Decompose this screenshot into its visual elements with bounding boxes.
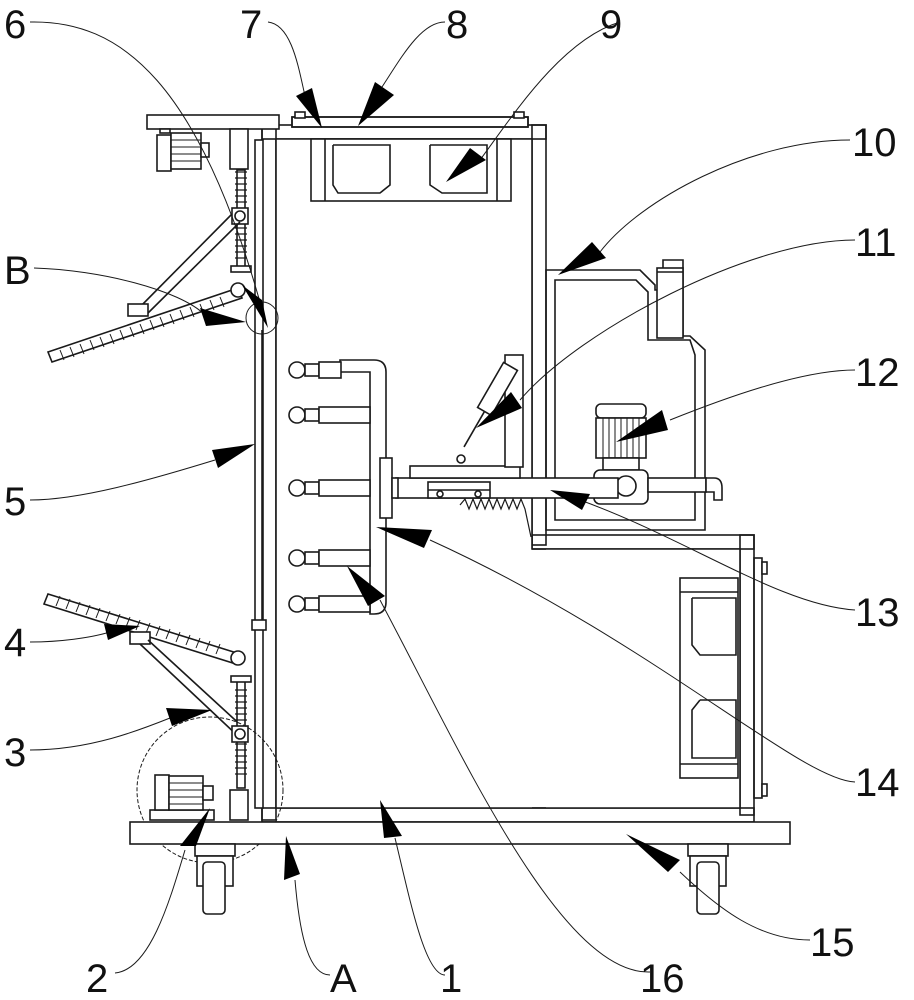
label-10: 10 <box>852 121 897 165</box>
spray-nozzle <box>288 361 342 379</box>
top-cover <box>291 111 529 128</box>
label-7: 7 <box>240 3 262 47</box>
drive-motor-lower <box>149 774 249 821</box>
caster-wheel-right <box>687 843 729 915</box>
base-plate <box>129 821 791 845</box>
label-2: 2 <box>86 957 108 1000</box>
support-link-lower <box>139 639 247 739</box>
leader-lines <box>29 21 856 976</box>
label-a: A <box>330 957 357 1000</box>
label-11: 11 <box>855 221 897 265</box>
spray-nozzle <box>288 479 371 497</box>
water-tank <box>545 259 706 531</box>
spray-nozzle <box>288 406 371 424</box>
spray-nozzles <box>288 361 371 613</box>
label-1: 1 <box>440 957 462 1000</box>
spray-nozzle <box>288 595 371 613</box>
brush-arm-lower <box>42 593 246 666</box>
label-12: 12 <box>855 351 900 395</box>
label-b: B <box>4 249 31 293</box>
label-16: 16 <box>640 957 685 1000</box>
label-14: 14 <box>855 761 900 805</box>
storage-box-side <box>679 557 768 799</box>
brush-arm-upper <box>46 213 246 363</box>
lower-lead-screw <box>230 619 267 789</box>
nozzle-manifold <box>339 359 399 615</box>
top-plate <box>146 114 280 172</box>
label-8: 8 <box>446 3 468 47</box>
label-4: 4 <box>4 621 26 665</box>
label-15: 15 <box>810 921 855 965</box>
label-9: 9 <box>600 3 622 47</box>
label-13: 13 <box>855 591 900 635</box>
label-3: 3 <box>4 731 26 775</box>
reference-labels: 6 7 8 9 10 11 12 B 5 13 4 3 14 15 2 A 1 … <box>4 3 900 1000</box>
side-guide-rod <box>254 139 264 809</box>
return-spring <box>459 497 532 538</box>
label-5: 5 <box>4 480 26 524</box>
spray-nozzle <box>288 549 371 567</box>
caster-wheel-left <box>194 843 236 915</box>
label-6: 6 <box>4 3 26 47</box>
storage-box-top <box>310 138 512 202</box>
water-pipe <box>395 477 723 501</box>
